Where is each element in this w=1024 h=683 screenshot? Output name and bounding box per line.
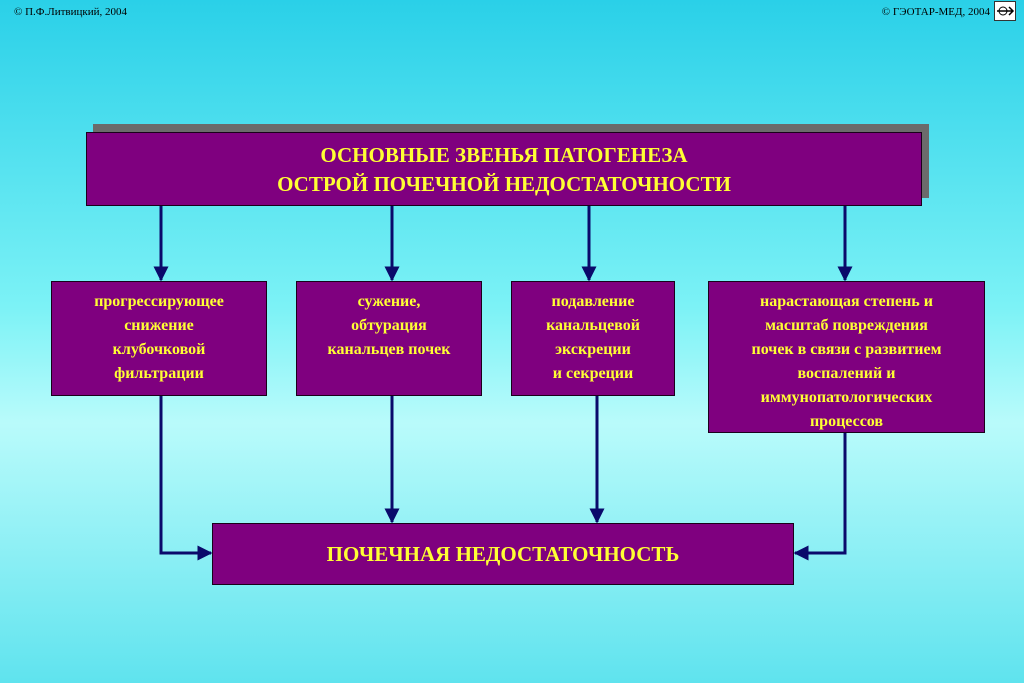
factor-box-obturation: сужение, обтурация канальцев почек [296, 281, 482, 396]
result-label: ПОЧЕЧНАЯ НЕДОСТАТОЧНОСТЬ [326, 541, 680, 566]
arrow-factor-4-to-result [793, 433, 847, 561]
factor-box-immunopathology: нарастающая степень и масштаб повреждени… [708, 281, 985, 433]
publisher-logo-icon[interactable] [994, 1, 1016, 21]
factor-line: нарастающая степень и [760, 293, 933, 310]
factor-line: процессов [809, 413, 884, 430]
factor-line: фильтрации [114, 365, 204, 382]
factor-line: и секреции [552, 365, 634, 382]
factor-line: снижение [124, 317, 194, 334]
factor-line: воспалений и [797, 365, 896, 382]
diagram-title-box: ОСНОВНЫЕ ЗВЕНЬЯ ПАТОГЕНЕЗА ОСТРОЙ ПОЧЕЧН… [86, 132, 922, 206]
factor-line: обтурация [351, 317, 427, 334]
result-box: ПОЧЕЧНАЯ НЕДОСТАТОЧНОСТЬ [212, 523, 794, 585]
factor-line: прогрессирующее [94, 293, 224, 310]
factor-line: иммунопатологических [760, 389, 933, 406]
factor-line: канальцев почек [327, 341, 451, 358]
factor-box-filtration: прогрессирующее снижение клубочковой фил… [51, 281, 267, 396]
factor-line: канальцевой [546, 317, 640, 334]
factor-box-secretion: подавление канальцевой экскреции и секре… [511, 281, 675, 396]
factor-line: сужение, [357, 293, 421, 310]
copyright-right: © ГЭОТАР-МЕД, 2004 [881, 6, 990, 18]
factor-line: клубочковой [112, 341, 206, 358]
factor-line: почек в связи с развитием [751, 341, 942, 358]
factor-line: подавление [551, 293, 635, 310]
copyright-left: © П.Ф.Литвицкий, 2004 [14, 6, 127, 18]
arrow-factor-1-to-result [159, 396, 213, 561]
title-line-2: ОСТРОЙ ПОЧЕЧНОЙ НЕДОСТАТОЧНОСТИ [277, 172, 731, 196]
factor-line: масштаб повреждения [765, 317, 928, 334]
factor-line: экскреции [555, 341, 631, 358]
title-line-1: ОСНОВНЫЕ ЗВЕНЬЯ ПАТОГЕНЕЗА [320, 143, 688, 167]
